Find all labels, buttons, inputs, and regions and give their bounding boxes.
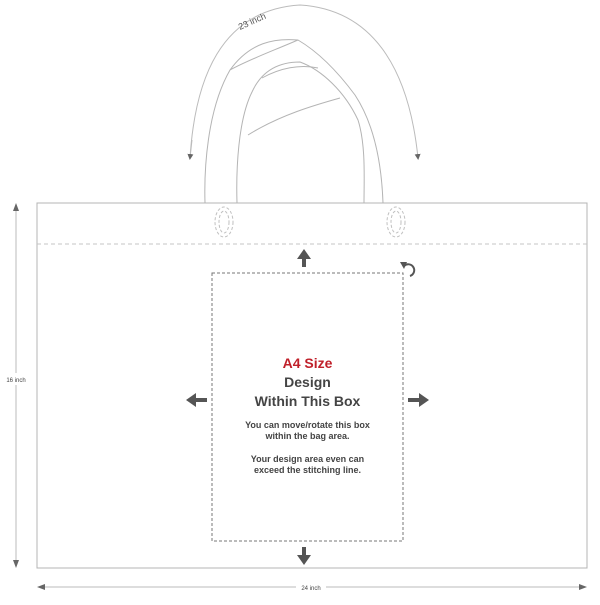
bag-handle-inner xyxy=(236,61,365,204)
design-title-line2: Within This Box xyxy=(254,393,361,409)
bag-width-arrow-left xyxy=(37,584,45,590)
design-area-box[interactable] xyxy=(211,272,404,542)
bag-height-arrow-bottom xyxy=(13,560,19,568)
handle-hole-right-inner xyxy=(390,210,402,234)
handle-hole-right xyxy=(386,206,406,238)
bag-width-label-bg xyxy=(296,582,326,592)
move-note-line2: within the bag area. xyxy=(265,431,350,441)
rotate-icon[interactable] xyxy=(400,262,416,277)
move-note-line1: You can move/rotate this box xyxy=(245,420,370,430)
bag-width-label: 24 inch xyxy=(301,586,320,592)
bag-body xyxy=(36,202,588,569)
bag-handle-fold-inner xyxy=(247,97,341,136)
size-label: A4 Size xyxy=(282,355,333,371)
handle-hole-left-inner xyxy=(218,210,230,234)
stitch-note-line2: exceed the stitching line. xyxy=(253,465,362,475)
arrow-left-icon[interactable] xyxy=(186,393,207,407)
handle-length-arc xyxy=(189,4,421,160)
bag-width-arrow-right xyxy=(579,584,587,590)
handle-hole-left xyxy=(214,206,234,238)
arrow-down-icon[interactable] xyxy=(297,547,311,565)
arrow-right-icon[interactable] xyxy=(408,393,429,407)
design-area-text: A4 Size Design Within This Box You can m… xyxy=(212,273,403,541)
bag-height-label-bg xyxy=(4,373,28,385)
bag-handle-outer xyxy=(204,39,384,204)
bag-height-label: 16 inch xyxy=(6,378,25,384)
bag-height-arrow-top xyxy=(13,203,19,211)
stitch-note-line1: Your design area even can xyxy=(250,454,365,464)
handle-length-label: 23 inch xyxy=(237,11,268,32)
handle-length-arc-start xyxy=(187,139,194,160)
bag-handle-fold-outer xyxy=(229,39,299,71)
bag-handle-fold-top xyxy=(261,65,319,79)
arrow-up-icon[interactable] xyxy=(297,249,311,267)
design-title-line1: Design xyxy=(284,374,331,390)
